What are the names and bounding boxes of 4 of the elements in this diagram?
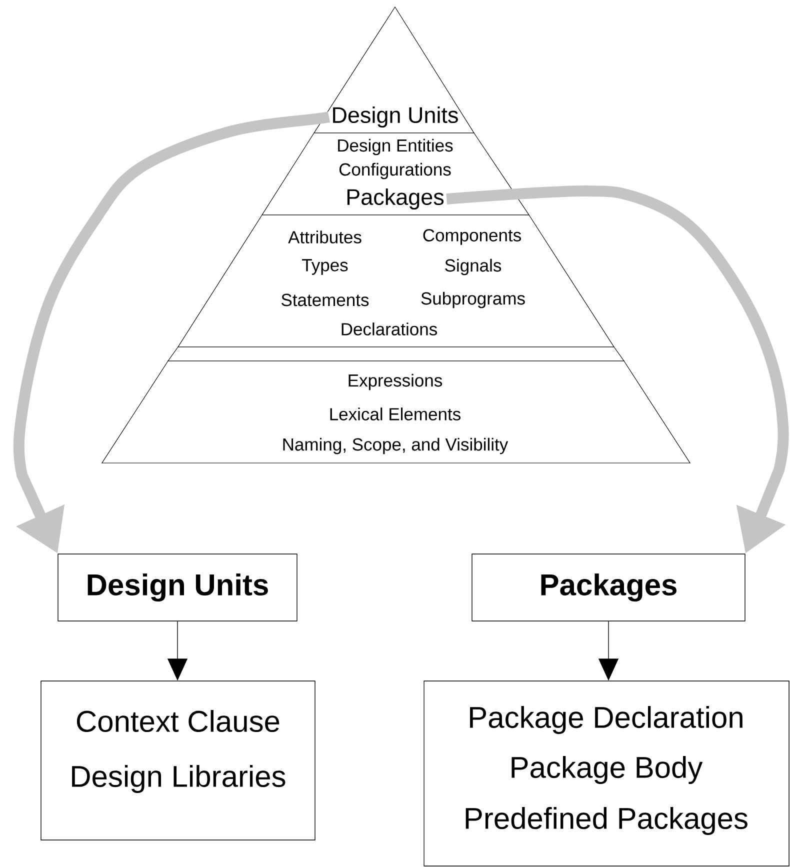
text-box: Context Clause Design Libraries: [40, 680, 316, 840]
text-box: Package Declaration Package Body Predefined Packages: [424, 680, 790, 866]
heading-box: Packages: [472, 554, 746, 622]
heading-box: Design Units: [58, 554, 298, 622]
